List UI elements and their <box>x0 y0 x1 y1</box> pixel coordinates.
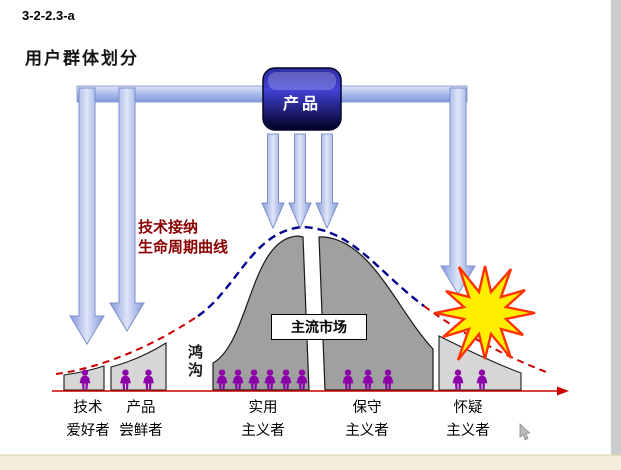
arrow-down-left-2-icon <box>109 87 145 332</box>
group-label-pragmatist: 实用 <box>248 400 278 416</box>
segment-pragmatists <box>212 235 310 391</box>
slide-code: 3-2-2.3-a <box>22 8 75 23</box>
arrow-down-left-1-icon <box>69 87 105 345</box>
arrow-down-mid-3-icon <box>315 133 339 230</box>
group-label-conservative: 保守 <box>352 400 382 416</box>
arrow-down-mid-2-icon <box>288 133 312 230</box>
starburst-icon <box>434 265 536 361</box>
group-label-skeptic-2: 主义者 <box>446 423 490 439</box>
segment-conservatives <box>318 236 434 391</box>
group-label-early-2: 尝鲜者 <box>119 423 163 439</box>
footer-strip <box>0 455 621 470</box>
arrow-down-mid-1-icon <box>261 133 285 230</box>
curve-blue-top <box>197 225 425 317</box>
group-label-tech: 技术 <box>73 400 103 416</box>
product-box-gloss <box>268 72 336 90</box>
chasm-label: 鸿沟 <box>186 344 203 380</box>
curve-label-line1: 技术接纳 <box>138 219 199 236</box>
slide-edge-shadow <box>611 0 621 470</box>
product-box-label: 产品 <box>282 96 321 113</box>
group-label-conservative-2: 主义者 <box>345 423 389 439</box>
x-axis-arrow-icon <box>557 386 569 396</box>
product-box <box>262 67 342 131</box>
group-label-tech-2: 爱好者 <box>66 423 110 439</box>
curve-red-right <box>423 305 547 373</box>
mouse-cursor-icon <box>519 423 531 441</box>
group-label-early: 产品 <box>126 400 156 416</box>
curve-label-line2: 生命周期曲线 <box>138 239 229 256</box>
curve-red-left <box>55 315 199 375</box>
page-title: 用户群体划分 <box>25 49 139 68</box>
group-label-skeptic: 怀疑 <box>453 400 483 416</box>
group-label-pragmatist-2: 主义者 <box>241 423 285 439</box>
arrow-down-right-icon <box>440 87 476 295</box>
mainstream-market-box: 主流市场 <box>271 314 367 340</box>
